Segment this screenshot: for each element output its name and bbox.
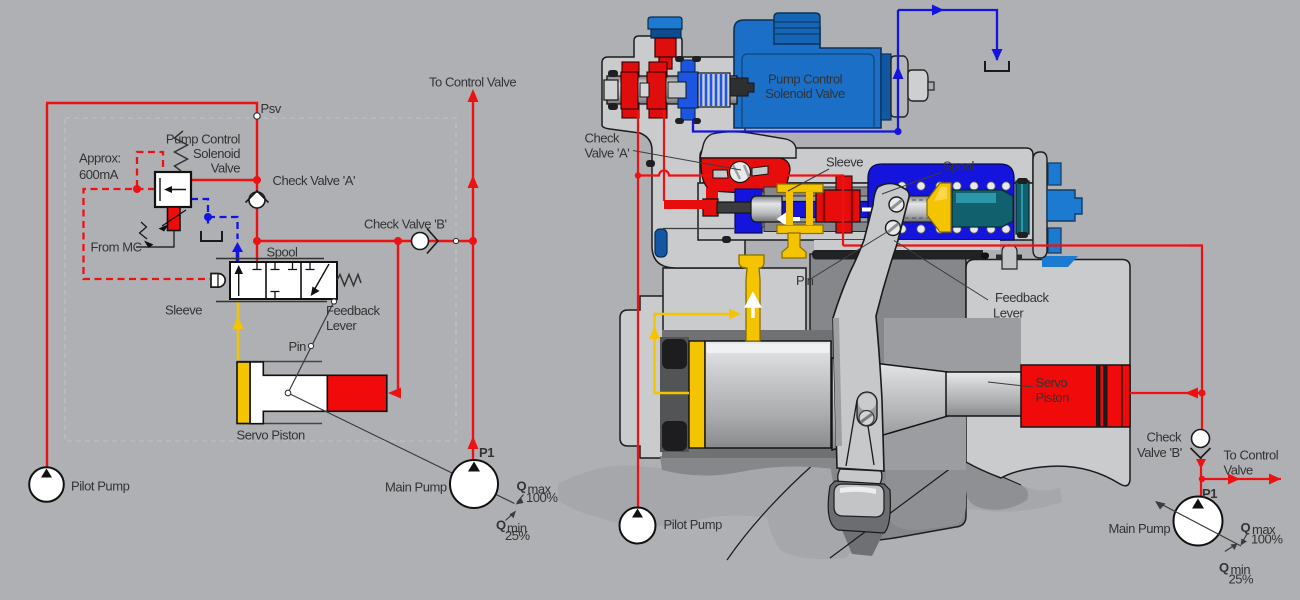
svg-text:max: max [1252, 522, 1276, 537]
svg-text:Pump Control: Pump Control [768, 72, 843, 87]
svg-text:Check: Check [1147, 430, 1183, 445]
svg-text:Q: Q [1241, 520, 1251, 535]
svg-text:From MC: From MC [91, 240, 142, 255]
svg-text:Pilot Pump: Pilot Pump [664, 517, 723, 532]
svg-text:Pin: Pin [289, 339, 307, 354]
svg-text:max: max [528, 482, 552, 497]
svg-text:P1: P1 [479, 445, 494, 460]
svg-text:Pin: Pin [796, 273, 814, 288]
svg-text:Lever: Lever [326, 318, 357, 333]
svg-text:100%: 100% [526, 490, 558, 505]
svg-text:Check: Check [585, 131, 621, 146]
svg-text:Sleeve: Sleeve [826, 155, 863, 170]
svg-text:Valve: Valve [1224, 463, 1254, 478]
svg-text:Sleeve: Sleeve [165, 303, 202, 318]
svg-text:600mA: 600mA [79, 167, 119, 182]
svg-text:Lever: Lever [993, 306, 1024, 321]
svg-text:min: min [507, 521, 527, 536]
svg-text:Spool: Spool [267, 245, 299, 260]
svg-text:Valve 'B': Valve 'B' [1137, 445, 1182, 460]
svg-text:Spool: Spool [943, 159, 975, 174]
svg-text:Solenoid: Solenoid [193, 146, 240, 161]
svg-text:25%: 25% [505, 528, 531, 543]
svg-text:Main Pump: Main Pump [385, 480, 447, 495]
svg-text:Psv: Psv [261, 101, 282, 116]
svg-text:P1: P1 [1202, 486, 1217, 501]
svg-text:Q: Q [496, 518, 506, 533]
svg-text:To Control: To Control [1224, 448, 1279, 463]
svg-text:Approx:: Approx: [79, 151, 121, 166]
svg-text:Valve: Valve [211, 161, 241, 176]
svg-text:Pilot Pump: Pilot Pump [71, 479, 130, 494]
svg-text:Q: Q [1219, 560, 1229, 575]
svg-text:100%: 100% [1251, 532, 1283, 547]
svg-text:To Control Valve: To Control Valve [429, 75, 516, 90]
svg-text:Feedback: Feedback [326, 303, 380, 318]
svg-text:min: min [1231, 562, 1251, 577]
svg-text:Valve 'A': Valve 'A' [585, 146, 630, 161]
svg-text:25%: 25% [1229, 572, 1255, 587]
svg-text:Servo Piston: Servo Piston [237, 428, 306, 443]
svg-text:Servo: Servo [1036, 375, 1068, 390]
svg-text:Main Pump: Main Pump [1109, 521, 1171, 536]
svg-text:Check Valve 'B': Check Valve 'B' [364, 217, 447, 232]
svg-text:Feedback: Feedback [995, 290, 1049, 305]
svg-text:Check Valve 'A': Check Valve 'A' [273, 173, 356, 188]
svg-text:Q: Q [517, 479, 527, 494]
svg-text:Solenoid Valve: Solenoid Valve [765, 86, 845, 101]
svg-text:Piston: Piston [1036, 390, 1070, 405]
svg-text:Pump Control: Pump Control [166, 132, 241, 147]
